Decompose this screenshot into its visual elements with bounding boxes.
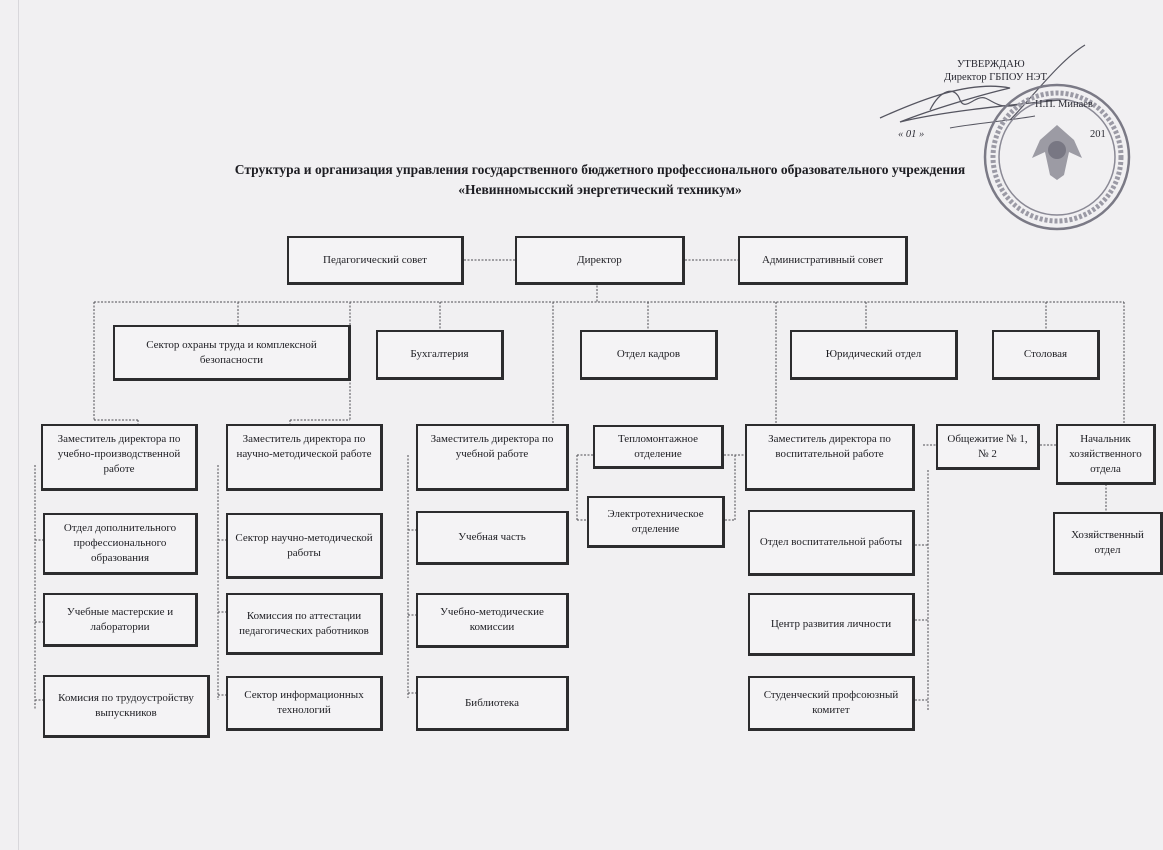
approval-date-day: « 01 »: [898, 129, 925, 140]
box-methodical-commissions: Учебно-методические комиссии: [416, 593, 569, 648]
box-canteen: Столовая: [992, 330, 1100, 380]
box-attestation-commission: Комиссия по аттестации педагогических ра…: [226, 593, 383, 655]
box-workshops-labs: Учебные мастерские и лаборатории: [43, 593, 198, 647]
box-deputy-science: Заместитель директора по научно-методиче…: [226, 424, 383, 491]
box-additional-education: Отдел дополнительного профессионального …: [43, 513, 198, 575]
approval-date-year: 201: [1090, 129, 1106, 140]
document-title: Структура и организация управления госуд…: [150, 160, 1050, 200]
box-director: Директор: [515, 236, 685, 285]
box-study-office: Учебная часть: [416, 511, 569, 565]
box-safety-sector: Сектор охраны труда и комплексной безопа…: [113, 325, 351, 381]
box-deputy-education: Заместитель директора по воспитательной …: [745, 424, 915, 491]
box-thermal-assembly: Тепломонтажное отделение: [593, 425, 724, 469]
box-science-methodical-sector: Сектор научно-методической работы: [226, 513, 383, 579]
box-household-head: Начальник хозяйственного отдела: [1056, 424, 1156, 485]
box-personal-development-center: Центр развития личности: [748, 593, 915, 656]
box-hr-department: Отдел кадров: [580, 330, 718, 380]
box-dormitory: Общежитие № 1, № 2: [936, 424, 1040, 470]
box-student-union: Студенческий профсоюзный комитет: [748, 676, 915, 731]
box-legal-department: Юридический отдел: [790, 330, 958, 380]
box-it-sector: Сектор информационных технологий: [226, 676, 383, 731]
title-line-1: Структура и организация управления госуд…: [234, 162, 966, 177]
box-employment-commission: Комисия по трудоустройству выпускников: [43, 675, 210, 738]
box-pedagogical-council: Педагогический совет: [287, 236, 464, 285]
box-administrative-council: Административный совет: [738, 236, 908, 285]
scan-edge: [18, 0, 19, 850]
seal-stamp: [983, 83, 1131, 231]
box-library: Библиотека: [416, 676, 569, 731]
approval-name: Н.П. Минаев: [1035, 99, 1093, 110]
approval-position: Директор ГБПОУ НЭТ: [944, 72, 1047, 83]
approval-title: УТВЕРЖДАЮ: [957, 59, 1025, 70]
box-upbringing-department: Отдел воспитательной работы: [748, 510, 915, 576]
box-deputy-production: Заместитель директора по учебно-производ…: [41, 424, 198, 491]
signature-image: [879, 44, 1086, 129]
box-electrotechnical: Электротехническое отделение: [587, 496, 725, 548]
title-line-2: «Невинномысский энергетический техникум»: [458, 182, 742, 197]
box-household-department: Хозяйственный отдел: [1053, 512, 1163, 575]
box-accounting: Бухгалтерия: [376, 330, 504, 380]
box-deputy-study: Заместитель директора по учебной работе: [416, 424, 569, 491]
